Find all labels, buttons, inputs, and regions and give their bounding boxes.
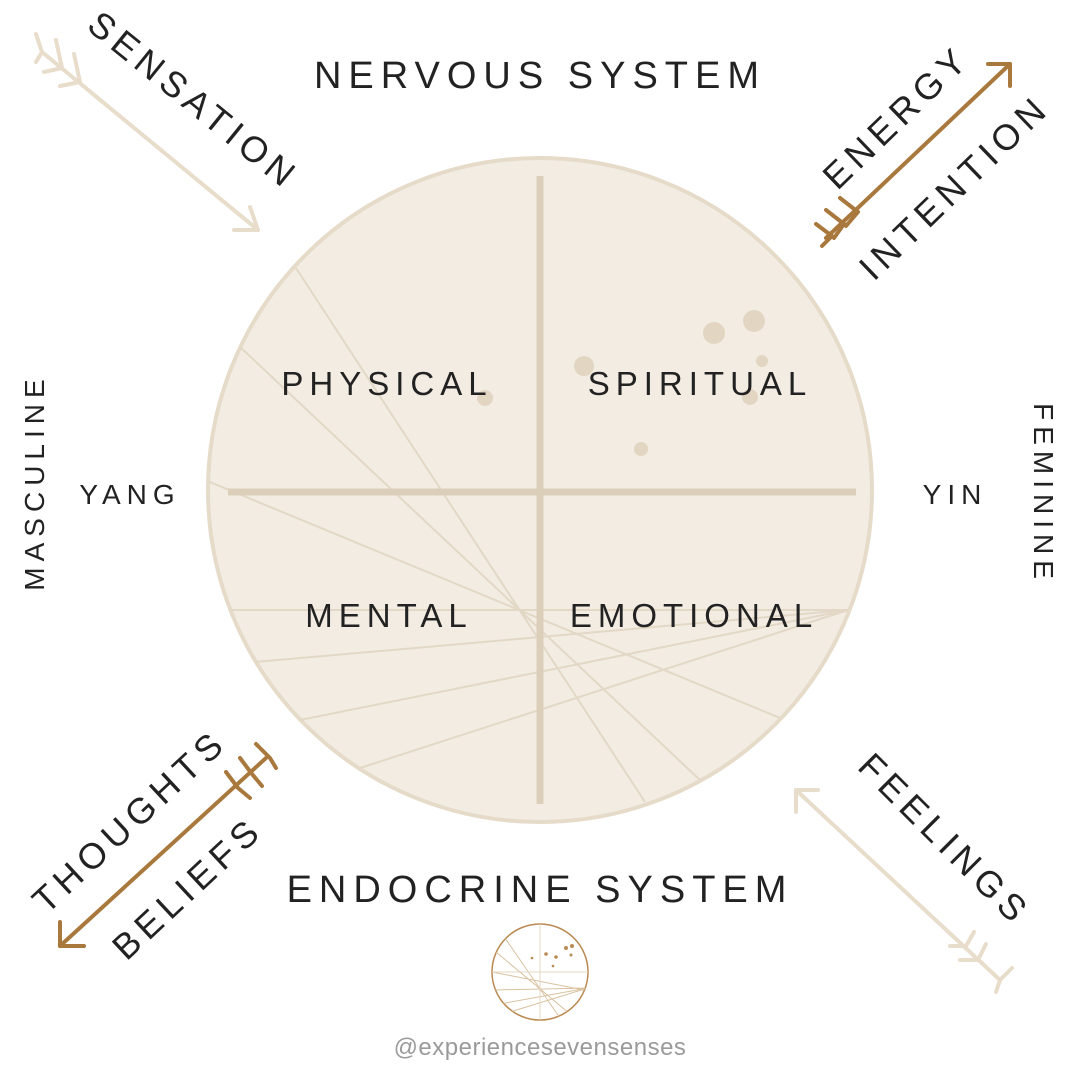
arrow-label-sensation: SENSATION xyxy=(80,3,307,198)
arrow-sensation xyxy=(34,32,260,232)
quadrant-label-emotional: EMOTIONAL xyxy=(570,597,818,634)
circle-logo-icon xyxy=(491,923,589,1021)
arrow-label-feelings: FEELINGS xyxy=(850,745,1039,934)
decorative-lines xyxy=(208,267,849,803)
quadrant-circle xyxy=(206,156,874,824)
decorative-dots xyxy=(477,310,768,456)
arrow-energy-intention xyxy=(814,62,1012,248)
label-feminine: FEMININE xyxy=(1028,403,1059,585)
social-handle: @experiencesevensenses xyxy=(394,1034,687,1061)
heading-endocrine-system: ENDOCRINE SYSTEM xyxy=(287,869,794,911)
arrow-thoughts-beliefs xyxy=(58,742,278,948)
label-yin: YIN xyxy=(923,479,988,510)
label-masculine: MASCULINE xyxy=(19,373,50,590)
arrow-feelings xyxy=(794,788,1014,994)
quadrant-label-physical: PHYSICAL xyxy=(281,365,492,402)
label-yang: YANG xyxy=(79,479,180,510)
quadrant-label-spiritual: SPIRITUAL xyxy=(588,365,813,402)
quadrant-label-mental: MENTAL xyxy=(305,597,472,634)
heading-nervous-system: NERVOUS SYSTEM xyxy=(314,55,766,97)
